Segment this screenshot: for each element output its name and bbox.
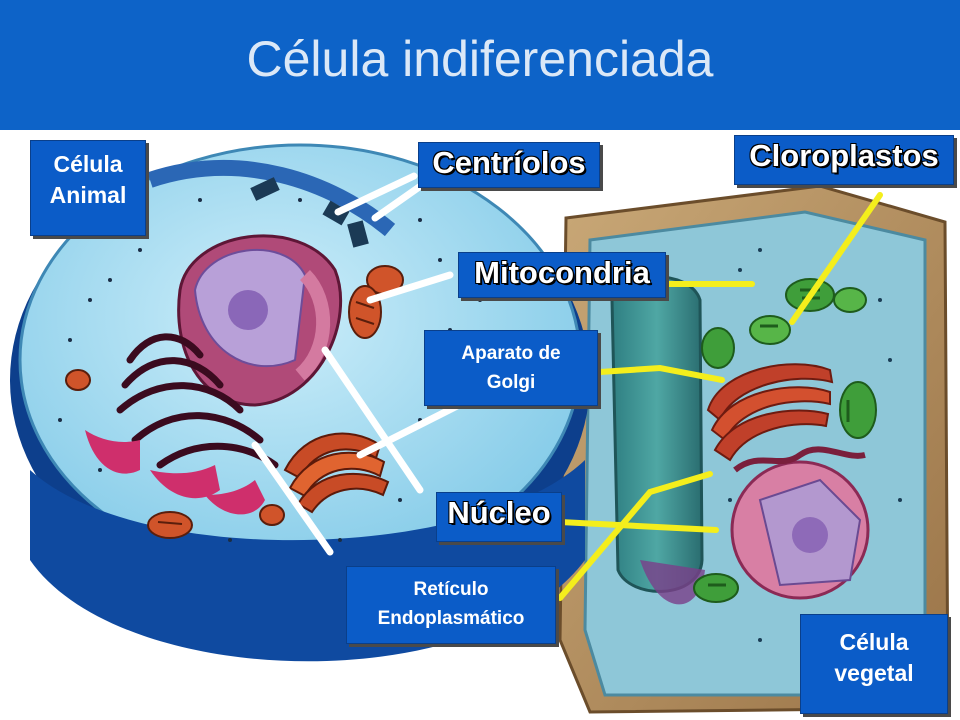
label-centrioles-text: Centríolos (432, 145, 586, 180)
arrow-er-animal (251, 441, 334, 556)
arrow-nucleus-animal (321, 346, 424, 494)
arrow-golgi-plant (597, 364, 725, 383)
arrow-chloroplasts (789, 192, 883, 325)
arrow-centrioles-2 (371, 181, 426, 222)
label-er-line2: Endoplasmático (377, 608, 525, 629)
label-chloroplasts: Cloroplastos (734, 135, 954, 185)
plant-nucleus (730, 446, 870, 600)
label-er: Retículo Endoplasmático (346, 566, 556, 644)
label-centrioles: Centríolos (418, 142, 600, 188)
animal-nucleus (177, 234, 343, 407)
label-plant-cell-line1: Célula (839, 629, 909, 655)
label-animal-cell-line1: Célula (53, 151, 123, 177)
vacuole-shadow (640, 560, 705, 605)
label-chloroplasts-text: Cloroplastos (749, 138, 939, 173)
arrow-centrioles-1 (334, 172, 418, 216)
label-golgi: Aparato de Golgi (424, 330, 598, 406)
arrow-er-plant (557, 471, 713, 601)
label-plant-cell: Célula vegetal (800, 614, 948, 714)
plant-golgi (706, 363, 834, 462)
label-mitochondria: Mitocondria (458, 252, 666, 298)
label-golgi-line2: Golgi (486, 372, 536, 393)
arrow-golgi-animal (356, 398, 469, 459)
slide-title: Célula indiferenciada (246, 31, 714, 87)
label-mitochondria-text: Mitocondria (474, 255, 650, 290)
pointer-arrows (251, 172, 883, 601)
label-golgi-line1: Aparato de (461, 343, 561, 364)
chloroplasts (693, 278, 877, 603)
membrane-fold (147, 160, 396, 237)
arrow-nucleus-plant (557, 519, 719, 533)
animal-mitochondria (65, 265, 404, 539)
label-animal-cell-line2: Animal (49, 182, 127, 208)
label-nucleus-text: Núcleo (447, 495, 551, 530)
label-er-line1: Retículo (413, 579, 489, 600)
animal-rough-er (85, 430, 265, 515)
label-plant-cell-line2: vegetal (834, 660, 914, 686)
vacuole (610, 275, 704, 593)
arrow-mitochondria-animal (366, 271, 454, 304)
title-bar (0, 0, 960, 130)
label-nucleus: Núcleo (436, 492, 562, 542)
label-animal-cell: Célula Animal (30, 140, 146, 236)
